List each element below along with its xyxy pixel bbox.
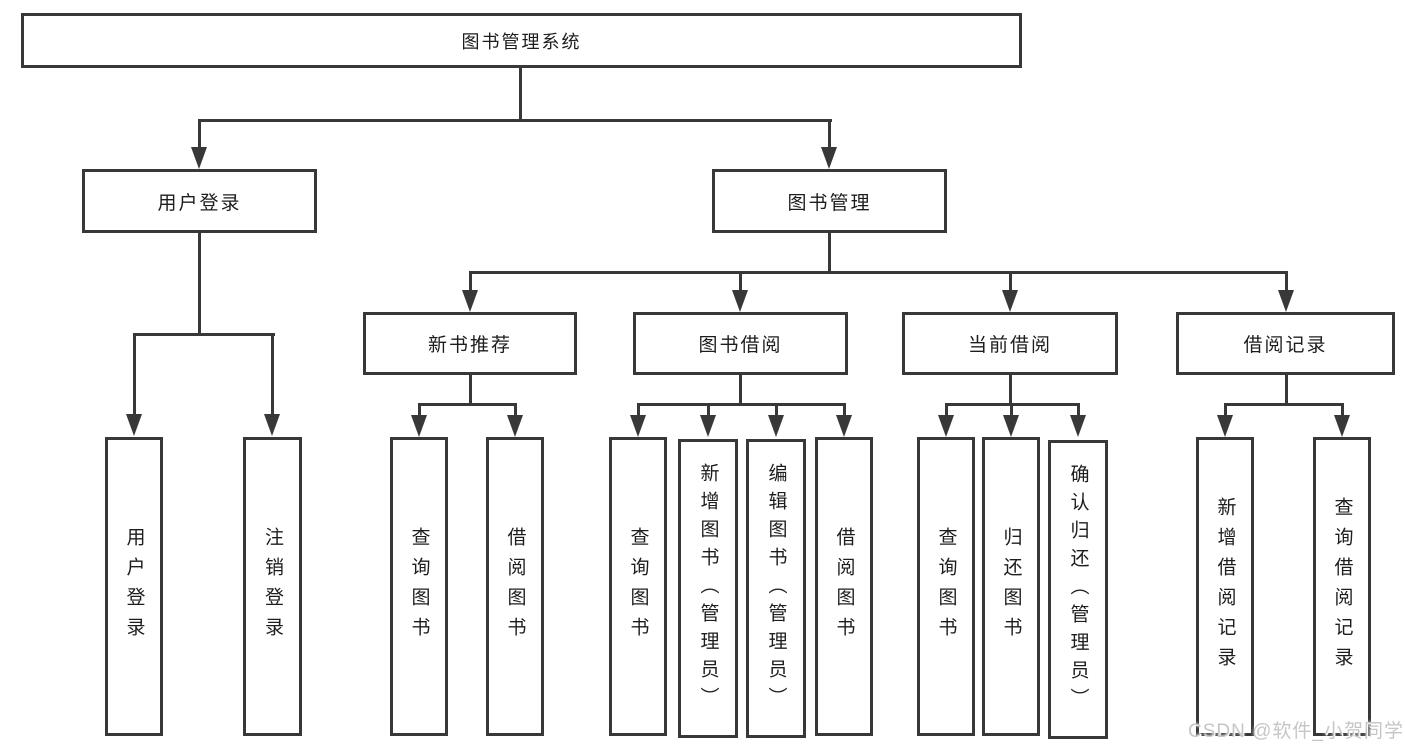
- node-borrow-records: 借阅记录: [1176, 312, 1395, 375]
- connector-line: [271, 333, 274, 416]
- connector-line: [469, 271, 1288, 274]
- connector-line: [828, 233, 831, 274]
- node-label: 查询图书: [627, 526, 649, 647]
- node-label: 新增图书（管理员）: [697, 462, 719, 715]
- node-user-login-action: 用户登录: [105, 437, 163, 736]
- arrow-down-icon: [1278, 290, 1294, 312]
- node-cb-return-books: 归还图书: [982, 437, 1040, 736]
- connector-line: [1341, 403, 1344, 417]
- arrow-down-icon: [1003, 415, 1019, 437]
- arrow-down-icon: [938, 415, 954, 437]
- connector-line: [198, 119, 201, 149]
- connector-line: [469, 375, 472, 406]
- node-label: 用户登录: [157, 192, 242, 214]
- node-cb-query-books: 查询图书: [917, 437, 975, 736]
- connector-line: [418, 403, 517, 406]
- node-label: 图书借阅: [698, 335, 783, 356]
- connector-line: [469, 271, 472, 293]
- node-book-management: 图书管理: [712, 169, 947, 233]
- node-user-login: 用户登录: [82, 169, 317, 233]
- node-label: 归还图书: [1000, 526, 1022, 647]
- connector-line: [133, 333, 136, 416]
- arrow-down-icon: [411, 415, 427, 437]
- node-br-query-record: 查询借阅记录: [1313, 437, 1371, 736]
- node-new-book-recommend: 新书推荐: [363, 312, 577, 375]
- node-label: 查询图书: [935, 526, 957, 647]
- connector-line: [198, 119, 832, 122]
- arrow-down-icon: [191, 147, 207, 169]
- connector-line: [707, 403, 710, 417]
- node-br-add-record: 新增借阅记录: [1196, 437, 1254, 736]
- connector-line: [1009, 271, 1012, 293]
- arrow-down-icon: [462, 290, 478, 312]
- node-label: 确认归还（管理员）: [1067, 463, 1089, 716]
- node-label: 用户登录: [123, 526, 145, 647]
- connector-line: [1285, 375, 1288, 406]
- arrow-down-icon: [126, 414, 142, 436]
- arrow-down-icon: [732, 290, 748, 312]
- csdn-watermark: CSDN @软件_小贺同学: [1188, 721, 1404, 742]
- connector-line: [418, 403, 421, 417]
- connector-line: [133, 333, 275, 336]
- connector-line: [1077, 403, 1080, 417]
- node-bb-query-books: 查询图书: [609, 437, 667, 736]
- node-logout-action: 注销登录: [243, 437, 302, 736]
- node-label: 注销登录: [262, 526, 283, 647]
- arrow-down-icon: [1002, 290, 1018, 312]
- connector-line: [637, 403, 640, 417]
- arrow-down-icon: [1334, 415, 1350, 437]
- node-label: 借阅图书: [504, 526, 526, 647]
- connector-line: [637, 403, 845, 406]
- connector-line: [1010, 403, 1013, 417]
- arrow-down-icon: [768, 415, 784, 437]
- node-bb-edit-books-admin: 编辑图书（管理员）: [746, 439, 806, 738]
- node-nb-borrow-books: 借阅图书: [486, 437, 544, 736]
- connector-line: [1009, 375, 1012, 406]
- node-bb-borrow-books: 借阅图书: [815, 437, 873, 736]
- node-library-system: 图书管理系统: [21, 13, 1022, 68]
- node-label: 新书推荐: [427, 335, 512, 356]
- node-label: 编辑图书（管理员）: [765, 462, 787, 715]
- connector-line: [945, 403, 948, 417]
- connector-line: [739, 271, 742, 293]
- node-label: 借阅记录: [1243, 335, 1328, 356]
- connector-line: [1285, 271, 1288, 293]
- node-bb-add-books-admin: 新增图书（管理员）: [678, 439, 738, 738]
- connector-line: [514, 403, 517, 417]
- arrow-down-icon: [700, 415, 716, 437]
- connector-line: [198, 233, 201, 336]
- node-book-borrow: 图书借阅: [633, 312, 848, 375]
- connector-line: [1224, 403, 1344, 406]
- arrow-down-icon: [836, 415, 852, 437]
- node-label: 当前借阅: [967, 335, 1052, 356]
- node-label: 新增借阅记录: [1214, 496, 1236, 677]
- node-label: 借阅图书: [833, 526, 855, 647]
- connector-line: [739, 375, 742, 406]
- connector-line: [519, 68, 522, 122]
- arrow-down-icon: [630, 415, 646, 437]
- arrow-down-icon: [264, 414, 280, 436]
- node-label: 查询借阅记录: [1331, 496, 1353, 677]
- connector-line: [843, 403, 846, 417]
- arrow-down-icon: [507, 415, 523, 437]
- connector-line: [1224, 403, 1227, 417]
- node-label: 图书管理系统: [461, 31, 582, 52]
- arrow-down-icon: [821, 147, 837, 169]
- node-current-borrow: 当前借阅: [902, 312, 1118, 375]
- node-nb-query-books: 查询图书: [390, 437, 448, 736]
- arrow-down-icon: [1217, 415, 1233, 437]
- node-cb-confirm-return-admin: 确认归还（管理员）: [1048, 440, 1108, 739]
- connector-line: [775, 403, 778, 417]
- node-label: 图书管理: [787, 192, 872, 214]
- connector-line: [828, 119, 831, 149]
- node-label: 查询图书: [408, 526, 430, 647]
- arrow-down-icon: [1070, 415, 1086, 437]
